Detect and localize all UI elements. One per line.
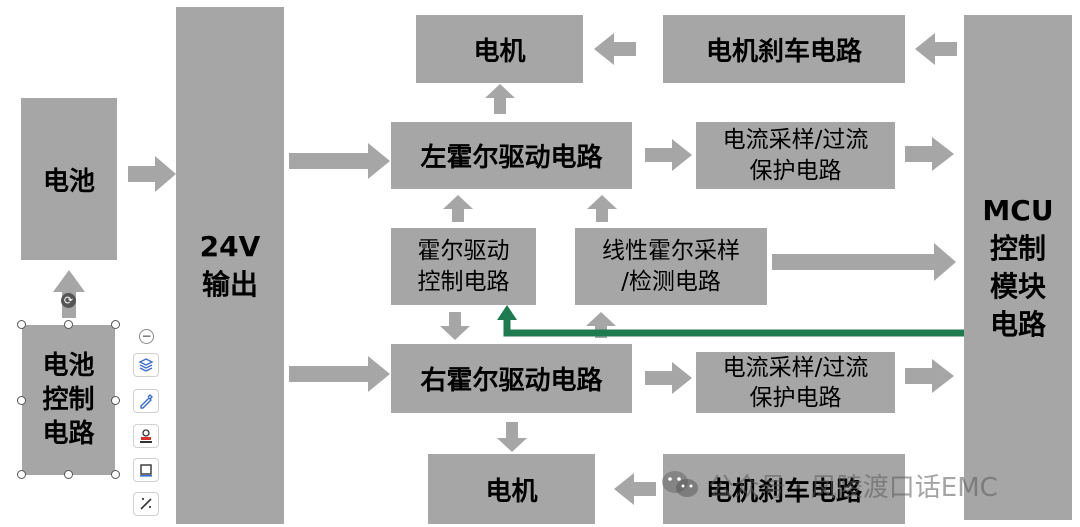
battery-control-line1: 电池 (42, 351, 95, 381)
output-24v-block: 24V 输出 (176, 7, 284, 524)
hall-left-block: 左霍尔驱动电路 (391, 122, 632, 189)
selection-handle-w[interactable] (17, 396, 26, 405)
stamp-icon[interactable] (133, 424, 159, 448)
selection-handle-nw[interactable] (17, 320, 26, 329)
linear-hall-line2: /检测电路 (621, 268, 721, 295)
battery-block: 电池 (21, 98, 117, 260)
hall-right-label: 右霍尔驱动电路 (420, 366, 603, 396)
mcu-line4: 电路 (989, 307, 1046, 341)
watermark: 公众号 · 凤陵渡口话EMC (660, 465, 998, 505)
arrow-hall-left-to-current-top (645, 139, 692, 171)
arrow-current-top-to-mcu (905, 137, 954, 171)
motor-top-block: 电机 (416, 15, 583, 83)
output-24v-line1: 24V (199, 229, 261, 263)
output-24v-line2: 输出 (201, 267, 258, 301)
pen-icon[interactable] (133, 389, 159, 413)
mcu-block: MCU 控制 模块 电路 (964, 15, 1072, 520)
feedback-line-mcu-to-hall-drive (503, 318, 964, 337)
arrow-linear-hall-to-mcu (772, 243, 956, 281)
selection-handle-sw[interactable] (17, 470, 26, 479)
mcu-line3: 模块 (989, 269, 1046, 303)
battery-control-line2: 控制 (42, 385, 95, 415)
brake-bottom-label: 电机刹车电路 (705, 476, 862, 507)
arrow-linear-hall-to-hall-left (587, 195, 617, 222)
arrow-brake-top-to-motor-top (594, 33, 636, 65)
arrow-hall-right-to-current-bottom (645, 362, 692, 394)
hall-drive-line1: 霍尔驱动 (417, 237, 510, 264)
current-bottom-line1: 电流采样/过流 (722, 354, 869, 381)
hall-drive-line2: 控制电路 (417, 268, 510, 295)
battery-control-line3: 电路 (42, 419, 95, 449)
selection-handle-n[interactable] (64, 320, 73, 329)
arrow-hall-right-to-linear-hall (586, 312, 616, 338)
arrow-mcu-to-brake-top (915, 33, 957, 65)
arrow-24v-to-hall-right (289, 356, 390, 392)
layers-icon[interactable] (133, 353, 159, 377)
arrow-battery-to-24v (128, 156, 176, 192)
current-top-block: 电流采样/过流 保护电路 (696, 122, 895, 189)
motor-bottom-block: 电机 (428, 454, 595, 524)
wechat-icon (662, 471, 698, 497)
motor-top-label: 电机 (473, 36, 526, 67)
arrow-brake-bottom-to-motor-bottom (614, 473, 656, 505)
hall-left-label: 左霍尔驱动电路 (420, 143, 603, 173)
selection-handle-ne[interactable] (111, 320, 120, 329)
rotate-handle[interactable]: ⟳ (61, 293, 76, 308)
magic-icon[interactable] (133, 492, 159, 516)
current-top-line2: 保护电路 (749, 157, 842, 184)
brake-bottom-block: 电机刹车电路 (663, 454, 905, 524)
minus-icon[interactable]: − (139, 329, 154, 344)
battery-label: 电池 (42, 166, 95, 197)
motor-bottom-label: 电机 (485, 476, 538, 507)
mcu-line2: 控制 (989, 231, 1046, 265)
arrow-hall-right-to-motor-bottom (497, 422, 527, 452)
watermark-text: 公众号 · 凤陵渡口话EMC (708, 472, 998, 503)
arrow-hall-drive-to-hall-right (440, 312, 470, 340)
linear-hall-block: 线性霍尔采样 /检测电路 (575, 228, 767, 305)
brake-top-label: 电机刹车电路 (705, 36, 862, 67)
feedback-arrowhead (497, 305, 517, 320)
arrow-current-bottom-to-mcu (905, 359, 954, 393)
brake-top-block: 电机刹车电路 (663, 15, 905, 83)
arrow-hall-left-to-motor-top (485, 84, 515, 114)
arrow-hall-drive-to-hall-left (443, 195, 473, 222)
current-bottom-block: 电流采样/过流 保护电路 (696, 352, 895, 413)
current-top-line1: 电流采样/过流 (722, 126, 869, 153)
selection-handle-se[interactable] (111, 470, 120, 479)
battery-control-block[interactable]: 电池 控制 电路 (22, 325, 115, 475)
current-bottom-line2: 保护电路 (749, 384, 842, 411)
mcu-line1: MCU (982, 193, 1054, 227)
hall-drive-block: 霍尔驱动 控制电路 (391, 228, 536, 305)
crop-icon[interactable] (133, 458, 159, 482)
arrow-24v-to-hall-left (289, 143, 390, 179)
linear-hall-line1: 线性霍尔采样 (602, 237, 740, 264)
hall-right-block: 右霍尔驱动电路 (391, 344, 632, 413)
selection-handle-e[interactable] (111, 396, 120, 405)
selection-handle-s[interactable] (64, 470, 73, 479)
